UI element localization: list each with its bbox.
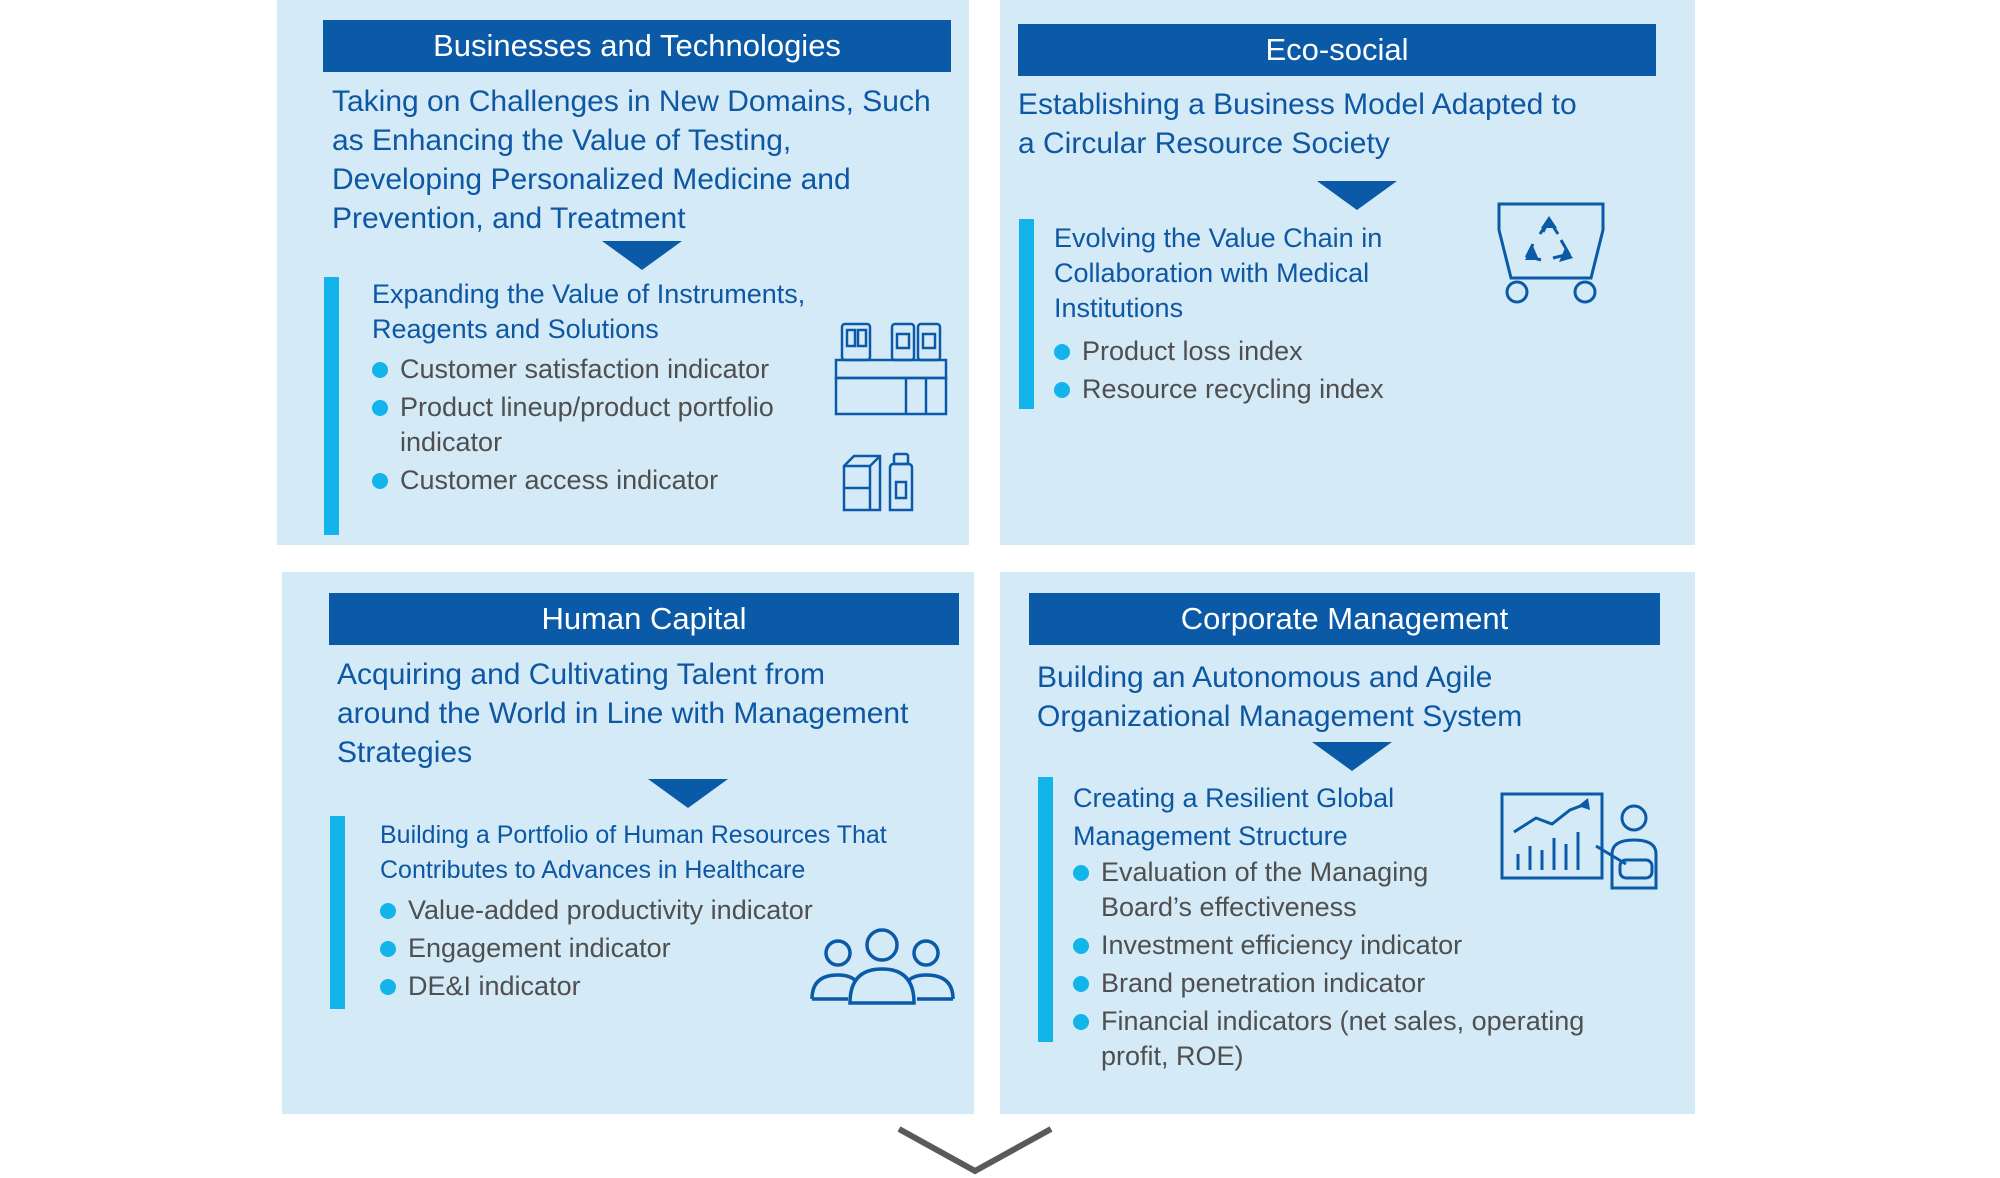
indicator-item: Product lineup/product portfolio indicat…: [372, 390, 802, 460]
indicator-item: Customer access indicator: [372, 463, 802, 498]
panel-headline: Establishing a Business Model Adapted to…: [1018, 88, 1577, 160]
accent-bar: [1038, 777, 1053, 1042]
indicator-list: Value-added productivity indicator Engag…: [380, 893, 860, 1007]
accent-bar: [1019, 219, 1034, 409]
chevron-down-icon: [897, 1126, 1053, 1175]
down-arrow-icon: [602, 241, 682, 270]
panel-headline: Acquiring and Cultivating Talent from ar…: [337, 658, 909, 769]
panel-subheading: Evolving the Value Chain in Collaboratio…: [1054, 223, 1383, 323]
panel-subheading: Building a Portfolio of Human Resources …: [380, 821, 887, 884]
indicator-item: Value-added productivity indicator: [380, 893, 860, 928]
down-arrow-icon: [648, 779, 728, 808]
people-group-icon: [810, 928, 955, 1005]
indicator-item: Investment efficiency indicator: [1073, 928, 1633, 963]
panel-corporate-management: Corporate Management Building an Autonom…: [1000, 572, 1695, 1114]
indicator-item: Resource recycling index: [1054, 372, 1484, 407]
panel-header: Businesses and Technologies: [323, 20, 951, 72]
indicator-list: Evaluation of the Managing Board’s effec…: [1073, 855, 1633, 1077]
indicator-item: Product loss index: [1054, 334, 1484, 369]
panel-headline: Building an Autonomous and Agile Organiz…: [1037, 661, 1523, 733]
panel-human-capital: Human Capital Acquiring and Cultivating …: [282, 572, 974, 1114]
panel-header: Human Capital: [329, 593, 959, 645]
panel-businesses-technologies: Businesses and Technologies Taking on Ch…: [277, 0, 969, 545]
indicator-item: Engagement indicator: [380, 931, 860, 966]
indicator-list: Customer satisfaction indicator Product …: [372, 352, 802, 501]
recycle-cart-icon: [1497, 202, 1605, 304]
down-arrow-icon: [1317, 181, 1397, 210]
indicator-item: Customer satisfaction indicator: [372, 352, 802, 387]
indicator-list: Product loss index Resource recycling in…: [1054, 334, 1484, 410]
panel-subheading: Creating a Resilient Global Management S…: [1073, 783, 1395, 851]
indicator-item: Evaluation of the Managing Board’s effec…: [1073, 855, 1501, 925]
indicator-item: DE&I indicator: [380, 969, 860, 1004]
indicator-item: Financial indicators (net sales, operati…: [1073, 1004, 1633, 1074]
panel-header: Eco-social: [1018, 24, 1656, 76]
panel-headline: Taking on Challenges in New Domains, Suc…: [332, 85, 931, 235]
accent-bar: [324, 277, 339, 535]
indicator-item: Brand penetration indicator: [1073, 966, 1633, 1001]
panel-subheading: Expanding the Value of Instruments, Reag…: [372, 279, 806, 344]
lab-instrument-icon: [834, 322, 948, 416]
panel-eco-social: Eco-social Establishing a Business Model…: [1000, 0, 1695, 545]
reagent-bottles-icon: [842, 452, 914, 512]
down-arrow-icon: [1312, 742, 1392, 771]
accent-bar: [330, 816, 345, 1009]
panel-header: Corporate Management: [1029, 593, 1660, 645]
presentation-chart-icon: [1500, 792, 1658, 890]
